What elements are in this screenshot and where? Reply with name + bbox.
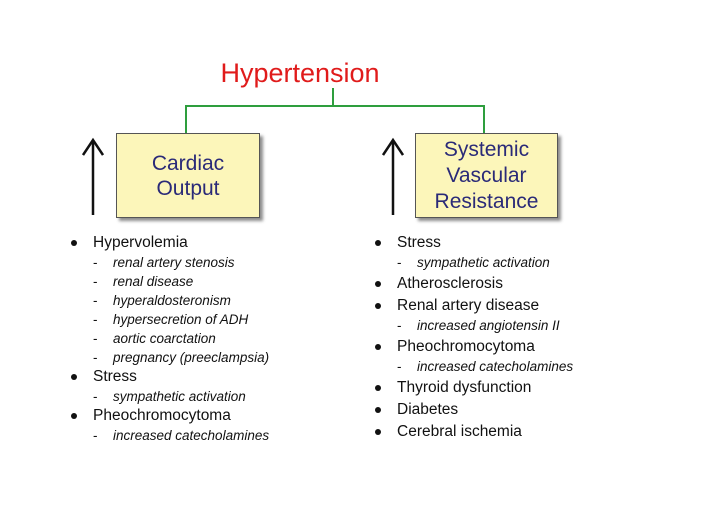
box-label-line: Cardiac	[151, 151, 225, 175]
box-label-line: Systemic	[443, 137, 530, 161]
cause-item: Atherosclerosis	[370, 274, 573, 294]
box-label-line: Output	[156, 176, 220, 200]
cause-label: Thyroid dysfunction	[397, 379, 532, 396]
systemic-vascular-resistance-box: Systemic Vascular Resistance	[415, 133, 558, 218]
cause-item: Cerebral ischemia	[370, 422, 573, 442]
cause-sublist: sympathetic activation	[93, 387, 269, 406]
cause-label: Diabetes	[397, 401, 459, 418]
vascular-resistance-causes-list: Stress sympathetic activationAtherosclero…	[370, 233, 573, 444]
cause-subitem: aortic coarctation	[93, 329, 269, 348]
cause-item: Diabetes	[370, 400, 573, 420]
cause-label: Atherosclerosis	[397, 275, 503, 292]
cause-sublist: increased angiotensin II	[397, 316, 573, 335]
cardiac-output-box: Cardiac Output	[116, 133, 260, 218]
cause-subitem: hyperaldosteronism	[93, 291, 269, 310]
cause-subitem: sympathetic activation	[397, 253, 573, 272]
cause-label: Pheochromocytoma	[93, 407, 231, 424]
cause-item: Renal artery disease increased angiotensi…	[370, 296, 573, 335]
box-label-line: Vascular	[446, 163, 527, 187]
cause-sublist: increased catecholamines	[93, 426, 269, 445]
cause-sublist: renal artery stenosisrenal diseasehypera…	[93, 253, 269, 367]
cause-item: Pheochromocytoma increased catecholamines	[370, 337, 573, 376]
cause-label: Hypervolemia	[93, 234, 188, 251]
cause-item: Pheochromocytoma increased catecholamines	[66, 406, 269, 445]
cause-label: Cerebral ischemia	[397, 423, 522, 440]
cause-subitem: increased angiotensin II	[397, 316, 573, 335]
arrow-up-icon	[82, 137, 104, 215]
arrow-up-icon	[382, 137, 404, 215]
cause-subitem: renal disease	[93, 272, 269, 291]
cause-subitem: renal artery stenosis	[93, 253, 269, 272]
cause-item: Hypervolemia renal artery stenosisrenal d…	[66, 233, 269, 367]
cause-subitem: sympathetic activation	[93, 387, 269, 406]
diagram-title: Hypertension	[220, 58, 380, 88]
cause-label: Stress	[397, 234, 441, 251]
cause-sublist: increased catecholamines	[397, 357, 573, 376]
cause-sublist: sympathetic activation	[397, 253, 573, 272]
cause-label: Pheochromocytoma	[397, 338, 535, 355]
cause-item: Thyroid dysfunction	[370, 378, 573, 398]
cause-subitem: hypersecretion of ADH	[93, 310, 269, 329]
cause-subitem: increased catecholamines	[397, 357, 573, 376]
cause-subitem: increased catecholamines	[93, 426, 269, 445]
cause-label: Renal artery disease	[397, 297, 540, 314]
cause-item: Stress sympathetic activation	[66, 367, 269, 406]
box-label-line: Resistance	[434, 189, 539, 213]
cause-item: Stress sympathetic activation	[370, 233, 573, 272]
cause-subitem: pregnancy (preeclampsia)	[93, 348, 269, 367]
cardiac-output-causes-list: Hypervolemia renal artery stenosisrenal d…	[66, 233, 269, 445]
cause-label: Stress	[93, 368, 137, 385]
